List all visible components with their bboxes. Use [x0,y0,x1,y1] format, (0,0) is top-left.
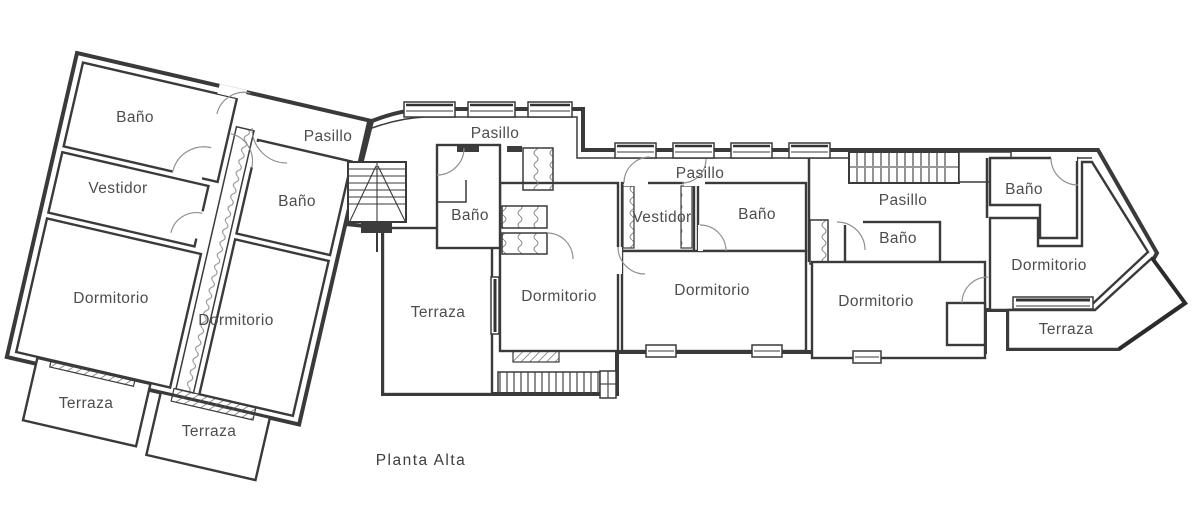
door-lintel [457,146,479,152]
room-label-dormitorio-right-center: Dormitorio [838,293,913,310]
room-label-terraza-far-right: Terraza [1039,321,1093,338]
room-labels: Baño Vestidor Pasillo Baño Dormitorio Do… [59,109,1093,469]
window [852,350,882,364]
room-bano-left-outline [62,61,239,184]
room-label-bano-right-center: Baño [879,230,917,247]
window [730,142,773,159]
wardrobe-strip [175,125,255,394]
closet [522,147,554,191]
room-label-pasillo-center: Pasillo [676,165,724,182]
room-label-bano-left: Baño [116,109,154,126]
closet [501,205,548,229]
room-label-pasillo-middle: Pasillo [471,125,519,142]
dormitorio-middle-sill [512,350,560,363]
room-label-vestidor-center: Vestidor [632,209,691,226]
room-bano-left-2-outline [235,138,354,257]
room-label-terraza-left-1: Terraza [59,395,113,412]
door-lintel [507,146,522,152]
far-right-section [988,155,1188,351]
room-label-terraza-middle: Terraza [411,304,465,321]
room-label-vestidor-left: Vestidor [88,180,147,197]
room-label-bano-left-2: Baño [278,193,316,210]
window [645,344,677,358]
room-bano-middle-outline [435,143,502,250]
closet [809,219,829,265]
room-label-dormitorio-middle: Dormitorio [521,288,596,305]
window [527,101,573,118]
room-label-terraza-left-2: Terraza [182,423,236,440]
window [672,142,715,159]
window [403,101,456,118]
plan-title: Planta Alta [376,452,467,469]
terraza-thick-edge [1117,256,1188,351]
window [614,142,657,159]
room-label-dormitorio-left-2: Dormitorio [198,312,273,329]
windows [403,101,882,364]
middle-section [381,143,620,399]
closet [501,232,548,255]
room-label-bano-middle: Baño [451,207,489,224]
window [751,344,783,358]
right-center-section [809,219,987,360]
room-label-bano-center: Baño [738,206,776,223]
room-bano-right-center-outline [843,220,942,264]
room-label-dormitorio-far-right: Dormitorio [1011,257,1086,274]
room-dormitorio-center-outline [620,249,808,353]
closet-room [945,301,987,347]
room-label-dormitorio-center: Dormitorio [674,282,749,299]
room-bano-center-outline [696,181,808,253]
room-label-pasillo-right: Pasillo [879,192,927,209]
balcony-hatch-strip [497,371,601,395]
door-arcs [251,127,1079,304]
center-section [616,158,989,353]
room-dormitorio-left-1-outline [14,217,203,389]
room-terraza-middle-outline [381,226,494,396]
room-label-bano-far-right: Baño [1005,181,1043,198]
staircase-left [347,161,407,252]
window [467,101,516,118]
window [788,142,831,159]
room-label-dormitorio-left-1: Dormitorio [73,290,148,307]
room-dormitorio-left-2-outline [197,237,331,418]
left-wing [4,50,372,482]
room-label-pasillo-left: Pasillo [304,128,352,145]
